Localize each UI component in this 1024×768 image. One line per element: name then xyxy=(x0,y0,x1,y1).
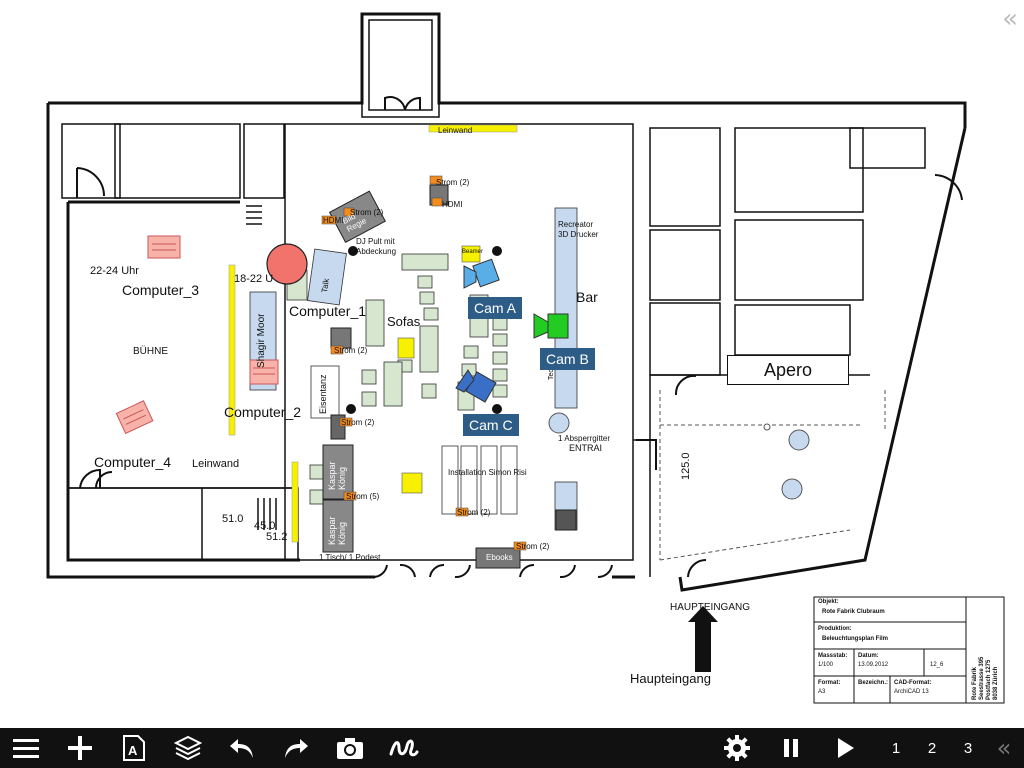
wall-left xyxy=(46,103,375,579)
layers-icon[interactable] xyxy=(168,728,208,768)
label-computer-2: Computer_2 xyxy=(224,404,302,420)
tb-bezeichnung-label: Bezeichn.: xyxy=(858,680,889,686)
wall-top xyxy=(48,12,967,128)
cam-a-icon xyxy=(463,258,500,289)
label-shagir-moor: Shagir Moor xyxy=(256,313,267,368)
cam-a-label[interactable]: Cam A xyxy=(468,297,523,319)
label-haupteingang-caps: HAUPTEINGANG xyxy=(670,602,751,613)
label-kaspar-2: Kaspar König xyxy=(327,516,347,545)
tb-cad-label: CAD-Format: xyxy=(894,680,932,686)
tb-objekt-value: Rote Fabrik Clubraum xyxy=(822,609,885,615)
label-ebooks: Ebooks xyxy=(486,553,513,562)
red-marker xyxy=(266,243,308,285)
tb-side-text: Rote Fabrik Seestrasse 395 Postfach 1275… xyxy=(972,656,999,700)
cam-c-icon xyxy=(455,369,497,403)
page-2-button[interactable]: 2 xyxy=(927,739,937,757)
page-1-button[interactable]: 1 xyxy=(891,739,901,757)
tb-massstab-value: 1/100 xyxy=(818,662,834,668)
redo-icon[interactable] xyxy=(276,728,316,768)
tb-datum-label: Datum: xyxy=(858,653,879,659)
tb-rev-value: 12_6 xyxy=(930,662,944,668)
label-strom-3: Strom (2) xyxy=(334,346,368,355)
label-buehne: BÜHNE xyxy=(133,346,169,357)
kaspar-koenig-1 xyxy=(322,444,354,500)
tb-datum-value: 13.09.2012 xyxy=(858,662,889,668)
bottom-toolbar: A 1 2 3 « xyxy=(0,728,1024,768)
label-beamer: Beamer xyxy=(462,249,484,255)
freehand-draw-icon[interactable] xyxy=(384,728,424,768)
label-strom-5: Strom (5) xyxy=(346,492,380,501)
label-dim-51b: 51.2 xyxy=(266,531,288,543)
label-bar: Bar xyxy=(576,289,598,305)
floor-plan-drawing xyxy=(46,12,1005,704)
collapse-panel-icon[interactable]: « xyxy=(1002,4,1018,34)
label-computer-4: Computer_4 xyxy=(94,454,172,470)
computer-2-icon xyxy=(249,359,279,385)
label-time-22-24: 22-24 Uhr xyxy=(90,265,139,277)
tb-format-value: A3 xyxy=(818,689,826,695)
tb-cad-value: ArchiCAD 13 xyxy=(894,689,929,695)
floor-plan-canvas[interactable]: BÜHNE 22-24 Uhr 18-22 U Computer_3 Compu… xyxy=(0,0,1024,728)
kaspar-koenig-2 xyxy=(322,499,354,553)
ebooks-table xyxy=(475,547,521,569)
label-hdmi-2: HDMI xyxy=(323,216,344,225)
tb-massstab-label: Massstab: xyxy=(818,653,848,659)
label-strom-7: Strom (2) xyxy=(516,542,550,551)
camera-icon[interactable] xyxy=(330,728,370,768)
label-dim-51: 51.0 xyxy=(222,513,244,525)
computer-4-icon xyxy=(115,400,154,435)
label-absperrgitter: 1 Absperrgitter xyxy=(558,434,611,443)
computer-3-icon xyxy=(147,235,181,259)
label-entrance-small: ENTRAI xyxy=(569,443,603,453)
label-tisch-podest: 1 Tisch/ 1 Podest xyxy=(319,553,381,562)
cam-b-icon xyxy=(533,313,569,339)
label-apero: Apero xyxy=(727,355,849,385)
cam-c-label[interactable]: Cam C xyxy=(463,414,519,436)
tb-produktion-label: Produktion: xyxy=(818,626,852,632)
label-leinwand-top: Leinwand xyxy=(438,126,473,135)
label-dim-45: 45.0 xyxy=(254,520,276,532)
label-haupteingang: Haupteingang xyxy=(630,671,711,686)
leinwand-left-bar xyxy=(228,264,236,436)
page-3-button[interactable]: 3 xyxy=(963,739,973,757)
gear-icon[interactable] xyxy=(717,728,757,768)
leinwand-top-bar xyxy=(428,124,518,133)
label-installation: Installation Simon Risi xyxy=(448,468,527,477)
installation-area xyxy=(441,445,518,515)
entrance-arrow xyxy=(688,606,718,672)
label-strom-1: Strom (2) xyxy=(436,178,470,187)
tb-objekt-label: Objekt: xyxy=(818,599,839,605)
label-eisentanz: Eisentanz xyxy=(318,374,328,414)
play-icon[interactable] xyxy=(825,728,865,768)
cam-b-label[interactable]: Cam B xyxy=(540,348,595,370)
double-chevron-left-icon[interactable]: « xyxy=(996,734,1012,762)
label-hdmi-1: HDMI xyxy=(442,200,463,209)
talk-area xyxy=(307,248,347,306)
regie-booth xyxy=(328,190,386,244)
title-block xyxy=(813,596,1005,704)
label-leinwand-left: Leinwand xyxy=(192,458,240,470)
label-kaspar-1: Kaspar König xyxy=(327,461,347,490)
label-strom-6: Strom (2) xyxy=(457,508,491,517)
label-recreator: Recreator 3D Drucker xyxy=(558,220,599,239)
tb-format-label: Format: xyxy=(818,680,841,686)
undo-icon[interactable] xyxy=(222,728,262,768)
svg-text:A: A xyxy=(128,743,138,758)
hamburger-menu-icon[interactable] xyxy=(6,728,46,768)
label-computer-3: Computer_3 xyxy=(122,282,200,298)
label-computer-1: Computer_1 xyxy=(289,303,367,319)
tb-produktion-value: Beleuchtungsplan Film xyxy=(822,636,889,642)
text-tool-icon[interactable]: A xyxy=(114,728,154,768)
leinwand-lower-bar xyxy=(291,461,299,543)
label-dim-vertical: 125.0 xyxy=(680,452,692,480)
label-strom-2: Strom (2) xyxy=(350,208,384,217)
label-dj-pult: DJ Pult mit Abdeckung xyxy=(356,237,397,256)
label-strom-4: Strom (2) xyxy=(341,418,375,427)
label-time-18-22: 18-22 U xyxy=(234,273,274,285)
label-sofas: Sofas xyxy=(387,314,421,329)
pause-icon[interactable] xyxy=(771,728,811,768)
eisentanz-area xyxy=(310,365,340,419)
plus-icon[interactable] xyxy=(60,728,100,768)
wall-right xyxy=(678,127,967,592)
